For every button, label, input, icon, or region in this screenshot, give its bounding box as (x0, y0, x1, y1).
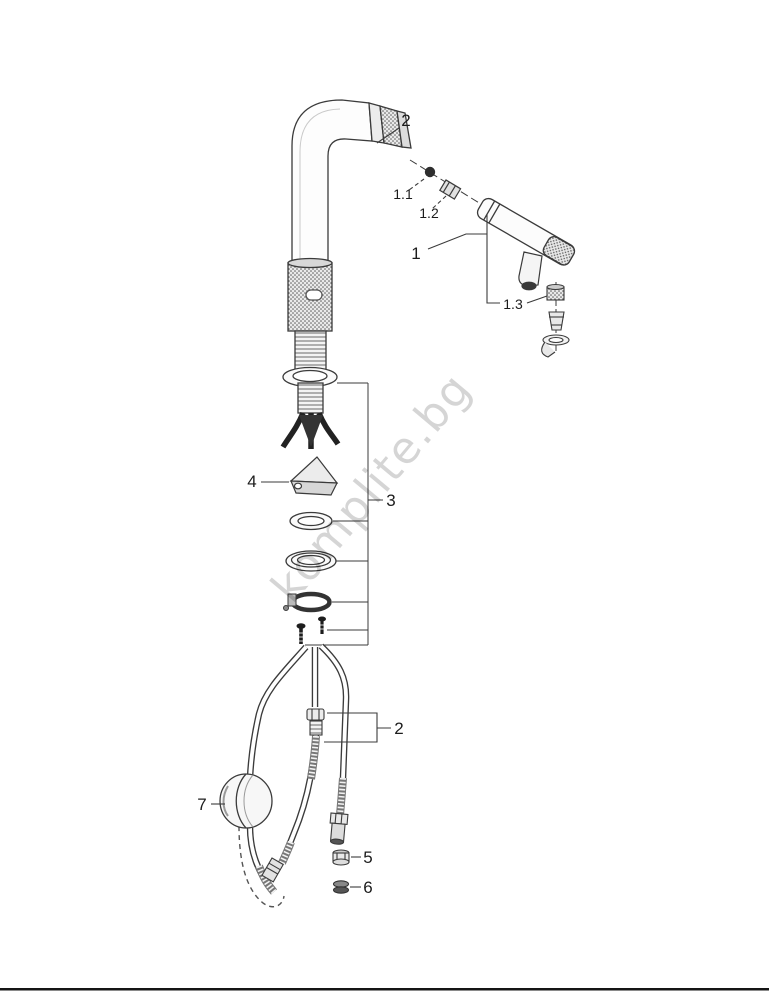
clamp-ring (283, 591, 332, 613)
leader-adapter (431, 195, 447, 210)
bracket-group-3 (305, 382, 383, 646)
label-check-valve: 1.1 (393, 186, 413, 202)
filter-seal-part (332, 880, 350, 894)
bottom-rule (0, 988, 769, 991)
leader-check-valve (408, 178, 425, 191)
union-nut-part (332, 849, 350, 866)
ribbed-neck (294, 330, 327, 372)
hose-end-fitting-left (261, 857, 285, 883)
base-flange (282, 366, 338, 388)
fixing-screw-left (296, 623, 306, 644)
hose-hidden-loop (238, 825, 285, 908)
hose-middle (278, 647, 320, 865)
label-spray-parts: 1.3 (503, 296, 523, 312)
leader-spray-parts (486, 214, 500, 304)
spray-holder-parts (541, 283, 570, 358)
label-spout-aerator: 2 (401, 111, 410, 130)
fixing-screw-right (318, 616, 326, 634)
hose-weight-part (219, 773, 273, 829)
release-button (305, 289, 323, 301)
label-mounting-set: 3 (386, 491, 395, 510)
faucet-grip (287, 257, 333, 332)
label-fixing-wedge: 4 (247, 472, 256, 491)
leader-spray-parts-2 (526, 295, 548, 304)
hose-coupling-parts (306, 708, 325, 736)
hose-right (318, 643, 350, 816)
leader-spout-aerator (376, 127, 400, 144)
leader-lines (211, 127, 548, 888)
shank-hose-ends (280, 411, 341, 449)
label-pullout-spray: 1 (411, 244, 420, 263)
hose-left (246, 644, 309, 895)
label-adapter-sleeve: 1.2 (419, 205, 439, 221)
spout-tip-ring (396, 110, 412, 149)
threaded-shank (297, 382, 324, 414)
leader-pullout-spray (427, 233, 487, 250)
label-union-nut: 5 (363, 848, 372, 867)
label-filter-seal: 6 (363, 878, 372, 897)
adapter-sleeve-part (438, 179, 462, 200)
hose-end-fitting-right (329, 812, 349, 845)
pullout-spray-head (476, 197, 576, 266)
check-valve-part (424, 166, 436, 178)
label-hose-weight: 7 (197, 795, 206, 814)
faucet-spout (291, 99, 412, 269)
spray-head-elbow (518, 251, 543, 291)
oring-washer-small (289, 511, 333, 531)
fixing-wedge-part (289, 456, 339, 496)
label-hose-coupling: 2 (394, 719, 403, 738)
bracket-coupling (324, 712, 391, 743)
